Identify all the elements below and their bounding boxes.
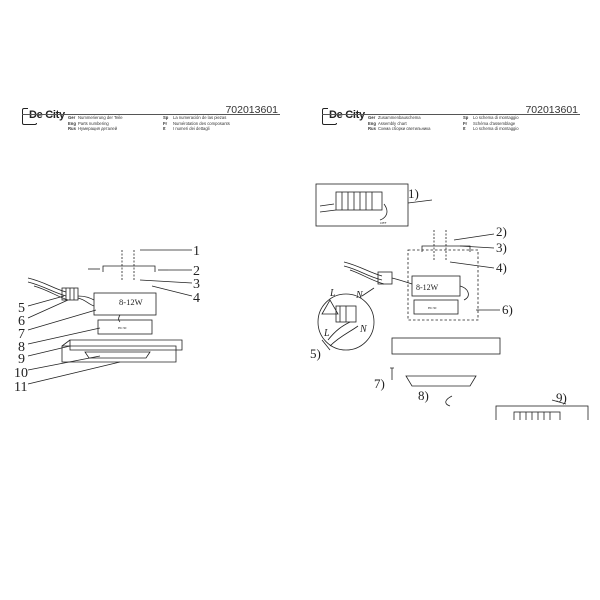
step-number: 5)	[310, 346, 321, 361]
product-code: 702013601	[225, 104, 278, 116]
switch-panel-on	[495, 405, 589, 420]
part-number: 4	[193, 291, 200, 306]
driver-small-label: HC30	[118, 326, 127, 330]
brand-logo: De City	[22, 108, 72, 125]
part-number: 11	[14, 380, 27, 395]
part-number: 8	[18, 340, 25, 355]
frame-plate	[69, 339, 183, 351]
part-number: 6	[18, 314, 25, 329]
wire-label: L	[323, 328, 330, 339]
driver-label: 8-12W	[416, 283, 439, 292]
switch-panel-off	[315, 183, 409, 227]
ceiling-box	[407, 249, 479, 321]
step-number: 1)	[408, 186, 419, 201]
header-divider	[322, 114, 580, 115]
brand-logo: De City	[322, 108, 372, 125]
part-number: 2	[193, 264, 200, 279]
lamp-body	[61, 345, 177, 363]
driver-label: 8-12W	[119, 297, 143, 307]
product-code: 702013601	[525, 104, 578, 116]
led-module	[97, 319, 153, 335]
switch-arrow	[379, 203, 388, 221]
driver-small-label: HC30	[428, 306, 437, 310]
exploded-parts-diagram: 8-12W HC30 1 2 3 4 5 6 7 8 9 10 11	[14, 244, 200, 395]
switch-off-label: OFF	[380, 221, 386, 225]
step-number: 6)	[502, 302, 513, 317]
diffuser	[405, 375, 477, 387]
part-number: 3	[193, 277, 200, 292]
step-number: 9)	[556, 390, 567, 405]
part-number: 9	[18, 352, 25, 367]
terminal-block	[377, 271, 393, 285]
step-number: 2)	[496, 224, 507, 239]
screw	[390, 367, 394, 380]
part-number: 10	[14, 366, 28, 381]
led-module	[413, 299, 459, 315]
step-number: 4)	[496, 260, 507, 275]
rotate-arrow	[445, 395, 453, 407]
header-divider	[22, 114, 280, 115]
wire-label: N	[359, 324, 368, 335]
step-number: 3)	[496, 240, 507, 255]
inner-ring	[84, 351, 151, 359]
wire-label: N	[355, 290, 364, 301]
warning-triangle	[321, 299, 339, 315]
wire-label: L	[329, 288, 336, 299]
step-number: 8)	[418, 388, 429, 403]
led-driver	[93, 292, 157, 316]
step-number: 7)	[374, 376, 385, 391]
part-number: 1	[193, 244, 200, 259]
wiring-detail-circle	[317, 293, 375, 351]
assembly-diagram: 8-12W HC30 OFF ON L N L N 1) 2) 3) 4) 5)…	[310, 183, 589, 420]
mounting-bracket	[102, 265, 156, 272]
part-number: 5	[18, 301, 25, 316]
lamp-body	[391, 337, 501, 355]
part-number: 7	[18, 327, 25, 342]
